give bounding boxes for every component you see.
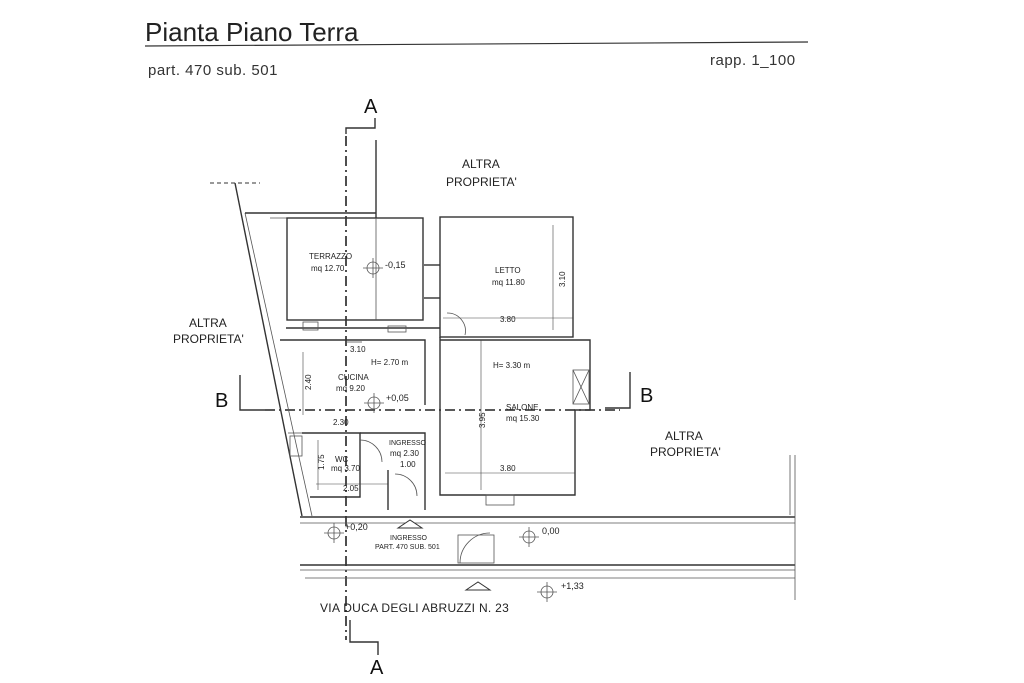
svg-text:ALTRA: ALTRA [665, 429, 703, 443]
level-cucina: +0,05 [386, 393, 409, 403]
room-ingresso: INGRESSO mq 2.30 1.00 [359, 432, 427, 510]
parcel-reference: part. 470 sub. 501 [148, 62, 278, 79]
dim-salone-height: 3.95 [478, 412, 487, 428]
dim-cucina-side: 2.40 [304, 374, 313, 390]
svg-text:PROPRIETA': PROPRIETA' [446, 175, 517, 189]
neighbor-north: ALTRA PROPRIETA' [446, 157, 517, 189]
svg-text:mq 15.30: mq 15.30 [506, 414, 540, 423]
entrance-label: INGRESSO [390, 535, 428, 542]
dim-letto-width: 3.80 [500, 315, 516, 324]
section-a-bottom-label: A [370, 657, 384, 679]
entrance-strip: INGRESSO PART. 470 SUB. 501 +0,20 0,00 +… [300, 455, 796, 602]
svg-text:SALONE: SALONE [506, 403, 538, 412]
dim-salone-width: 3.80 [500, 464, 516, 473]
svg-text:mq 3.70: mq 3.70 [331, 464, 360, 473]
scale-label: rapp. 1_100 [710, 52, 796, 69]
neighbor-west: ALTRA PROPRIETA' [173, 316, 244, 346]
street-arrow-icon [464, 581, 492, 591]
svg-text:CUCINA: CUCINA [338, 373, 369, 382]
svg-text:PROPRIETA': PROPRIETA' [650, 445, 721, 459]
section-b-line: B B [215, 372, 653, 412]
level-street-step: 0,00 [542, 526, 560, 536]
dim-cucina-top: 3.10 [350, 345, 366, 354]
dim-letto-height: 3.10 [558, 271, 567, 287]
room-letto: LETTO mq 11.80 3.10 3.80 [424, 216, 574, 338]
dim-wc-width: 2.05 [343, 484, 359, 493]
entrance-arrow-icon [396, 519, 424, 529]
street-name: VIA DUCA DEGLI ABRUZZI N. 23 [320, 601, 509, 615]
height-salone: H= 3.30 m [493, 361, 530, 370]
neighbor-east: ALTRA PROPRIETA' [650, 429, 721, 459]
svg-text:WC: WC [335, 455, 349, 464]
dim-cucina-width: 2.30 [333, 418, 349, 427]
svg-text:PROPRIETA': PROPRIETA' [173, 332, 244, 346]
dim-wc-height: 1.75 [317, 454, 326, 470]
room-terrazzo: TERRAZZO mq 12.70 -0,15 [286, 217, 424, 321]
svg-text:mq 2.30: mq 2.30 [390, 449, 419, 458]
svg-text:ALTRA: ALTRA [189, 316, 227, 330]
svg-text:ALTRA: ALTRA [462, 157, 500, 171]
level-entry: +0,20 [345, 522, 368, 532]
svg-text:TERRAZZO: TERRAZZO [309, 252, 352, 261]
section-b-left-label: B [215, 390, 228, 412]
section-b-right-label: B [640, 385, 653, 407]
room-wc: WC mq 3.70 1.75 2.05 [288, 432, 388, 498]
title-underline [144, 41, 809, 47]
entrance-parcel: PART. 470 SUB. 501 [375, 544, 440, 551]
section-a-line: A A [345, 96, 384, 679]
section-a-top-label: A [364, 96, 378, 118]
room-salone: H= 3.30 m SALONE mq 15.30 3.95 3.80 [439, 337, 591, 496]
plan-title: Pianta Piano Terra [145, 17, 359, 47]
level-terrazzo: -0,15 [385, 260, 406, 270]
room-cucina: 3.10 H= 2.70 m CUCINA mq 9.20 2.40 2.30 … [280, 321, 440, 427]
height-cucina: H= 2.70 m [371, 358, 408, 367]
svg-text:INGRESSO: INGRESSO [389, 440, 427, 447]
dim-ingresso-width: 1.00 [400, 460, 416, 469]
svg-text:mq 11.80: mq 11.80 [492, 278, 525, 287]
level-street: +1,33 [561, 581, 584, 591]
svg-text:mq 9.20: mq 9.20 [336, 384, 365, 393]
svg-text:mq 12.70: mq 12.70 [311, 264, 345, 273]
svg-text:LETTO: LETTO [495, 266, 521, 275]
